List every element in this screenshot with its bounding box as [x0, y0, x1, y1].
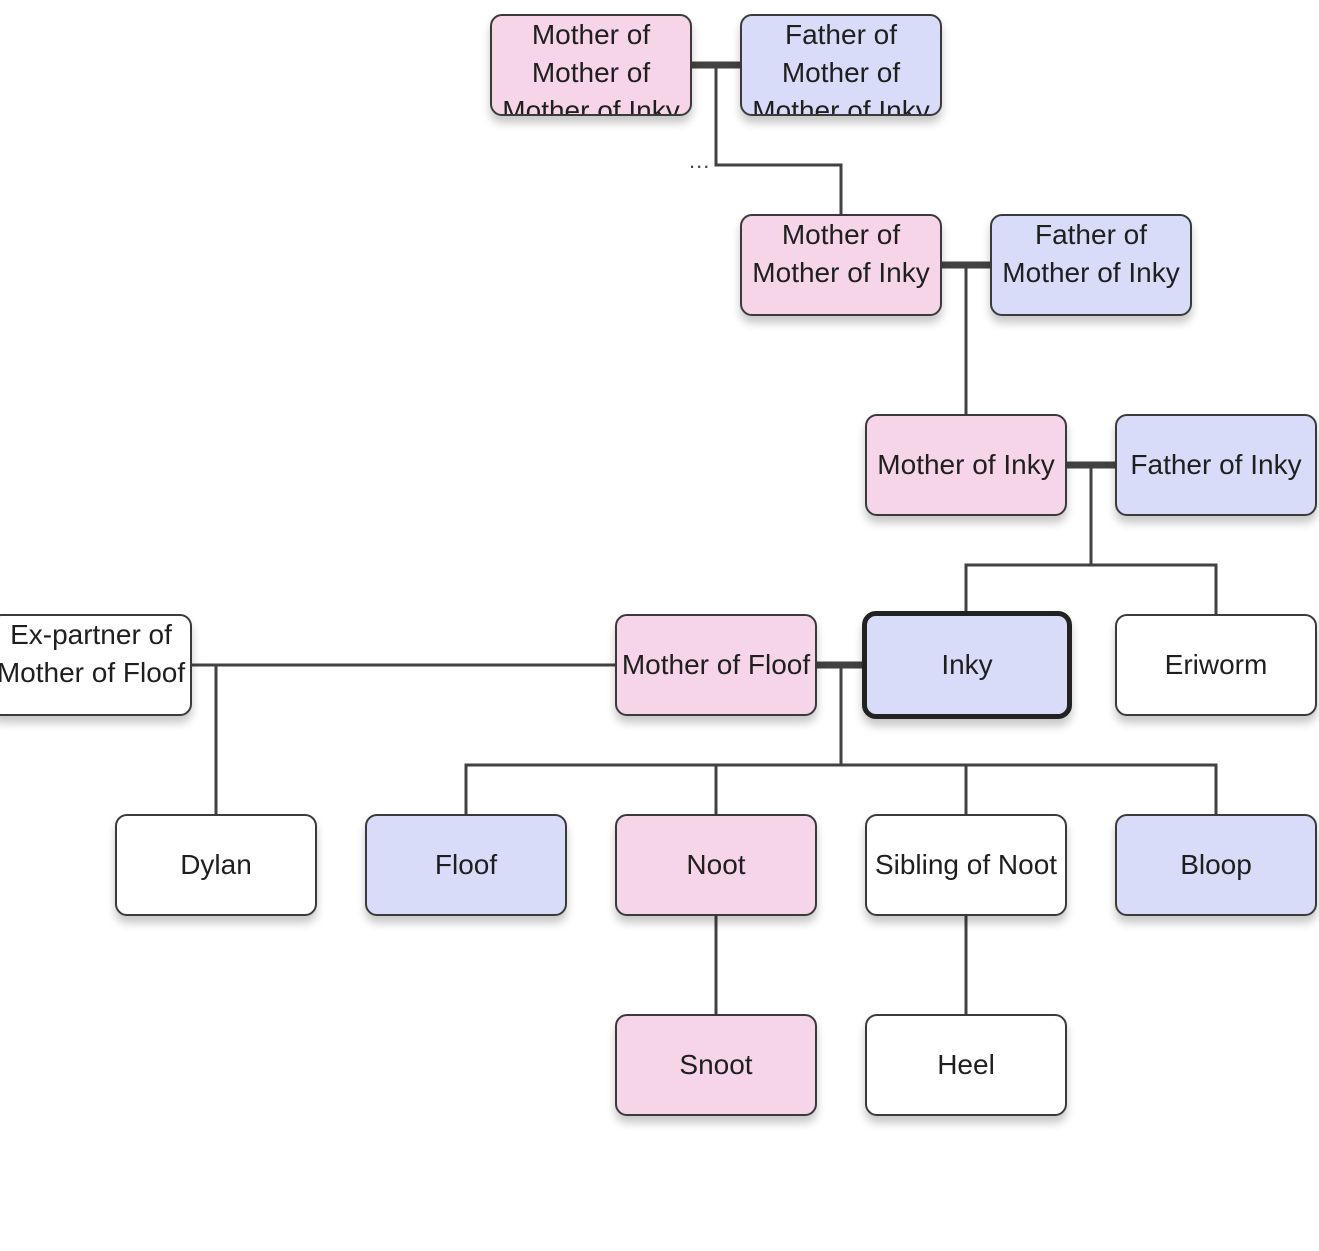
person-card-father-of-mother-of-mother-of-inky[interactable]: Father of Mother of Mother of Inky — [740, 14, 942, 116]
person-name: Floof — [434, 849, 498, 880]
person-name: Mother of Inky — [877, 449, 1055, 480]
person-name: Mother of Mother of Inky — [752, 219, 930, 288]
person-card-dylan[interactable]: Dylan — [115, 814, 317, 916]
person-card-heel[interactable]: Heel — [865, 1014, 1067, 1116]
person-name: Father of Mother of Mother of Inky — [752, 19, 930, 116]
person-card-mother-of-inky[interactable]: Mother of Inky — [865, 414, 1067, 516]
person-card-mother-of-floof[interactable]: Mother of Floof — [615, 614, 817, 716]
person-name: Father of Mother of Inky — [1002, 219, 1180, 288]
person-name: Mother of Mother of Mother of Inky — [502, 19, 680, 116]
person-name: Bloop — [1180, 849, 1252, 880]
person-card-ex-partner-of-mother-of-floof[interactable]: Ex-partner of Mother of Floof — [0, 614, 192, 716]
person-name: Snoot — [679, 1049, 753, 1080]
person-name: Mother of Floof — [621, 649, 811, 680]
person-card-sibling-of-noot[interactable]: Sibling of Noot — [865, 814, 1067, 916]
person-card-eriworm[interactable]: Eriworm — [1115, 614, 1317, 716]
person-card-snoot[interactable]: Snoot — [615, 1014, 817, 1116]
person-name: Noot — [686, 849, 746, 880]
person-card-father-of-mother-of-inky[interactable]: Father of Mother of Inky — [990, 214, 1192, 316]
person-name: Heel — [937, 1049, 995, 1080]
person-name: Inky — [941, 649, 993, 680]
person-name: Eriworm — [1164, 649, 1268, 680]
person-name: Father of Inky — [1130, 449, 1302, 480]
person-card-bloop[interactable]: Bloop — [1115, 814, 1317, 916]
person-name: Sibling of Noot — [874, 849, 1058, 880]
person-name: Dylan — [180, 849, 252, 880]
person-card-floof[interactable]: Floof — [365, 814, 567, 916]
person-card-mother-of-mother-of-inky[interactable]: Mother of Mother of Inky — [740, 214, 942, 316]
person-card-inky[interactable]: Inky — [862, 611, 1072, 719]
person-card-mother-of-mother-of-mother-of-inky[interactable]: Mother of Mother of Mother of Inky — [490, 14, 692, 116]
more-ancestors-indicator[interactable]: ... — [689, 148, 711, 173]
person-name: Ex-partner of Mother of Floof — [0, 619, 186, 688]
person-card-noot[interactable]: Noot — [615, 814, 817, 916]
person-card-father-of-inky[interactable]: Father of Inky — [1115, 414, 1317, 516]
